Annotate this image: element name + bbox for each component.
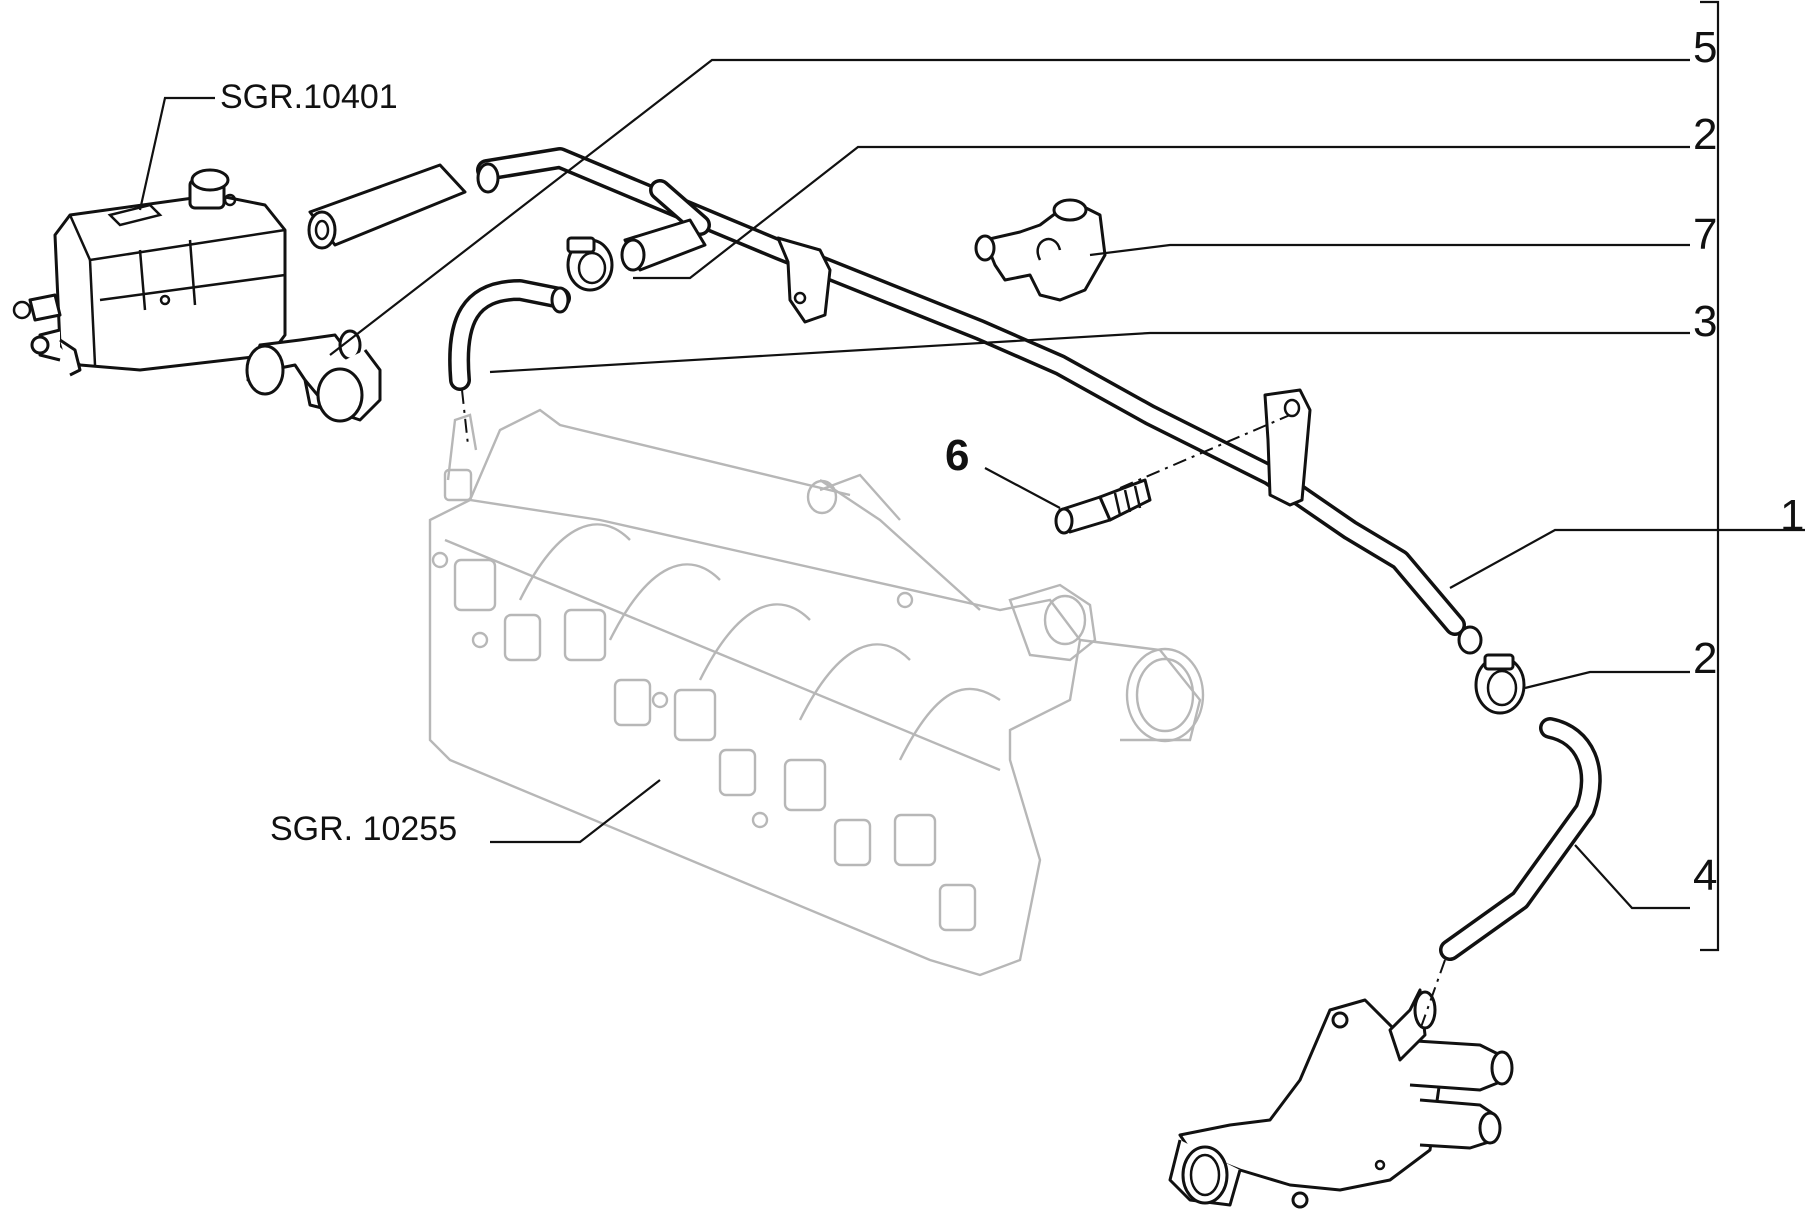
callout-2-bottom: 2 <box>1693 634 1717 683</box>
intake-manifold-drawing <box>428 408 1205 977</box>
callout-4: 4 <box>1693 851 1717 900</box>
callout-7: 7 <box>1693 210 1717 259</box>
callout-3: 3 <box>1693 297 1717 346</box>
expansion-tank-drawing <box>12 168 287 377</box>
axis-hose-4 <box>1419 959 1446 1031</box>
callout-5: 5 <box>1693 23 1717 72</box>
part-2-hose-clamp-top[interactable] <box>566 236 614 292</box>
callout-6: 6 <box>945 431 969 480</box>
part-7-pipe-clip[interactable] <box>974 198 1107 302</box>
leader-lines <box>138 0 1805 952</box>
callout-1: 1 <box>1780 491 1804 540</box>
tank-hose <box>307 163 467 250</box>
part-6-bolt[interactable] <box>1054 478 1152 535</box>
short-hose-segment <box>620 218 707 272</box>
part-1-coolant-pipe[interactable] <box>476 147 1483 655</box>
axis-bolt <box>1119 414 1291 489</box>
ref-expansion-tank: SGR.10401 <box>220 78 398 116</box>
part-5-pipe-clip[interactable] <box>245 329 382 423</box>
thermostat-housing-drawing <box>1168 988 1514 1209</box>
part-4-lower-hose[interactable] <box>1439 717 1602 961</box>
ref-intake-manifold: SGR. 10255 <box>270 810 457 848</box>
part-2-hose-clamp-bottom[interactable] <box>1474 653 1526 715</box>
callout-2-top: 2 <box>1693 110 1717 159</box>
axis-hose-3 <box>461 389 469 446</box>
part-3-formed-hose[interactable] <box>448 279 571 391</box>
